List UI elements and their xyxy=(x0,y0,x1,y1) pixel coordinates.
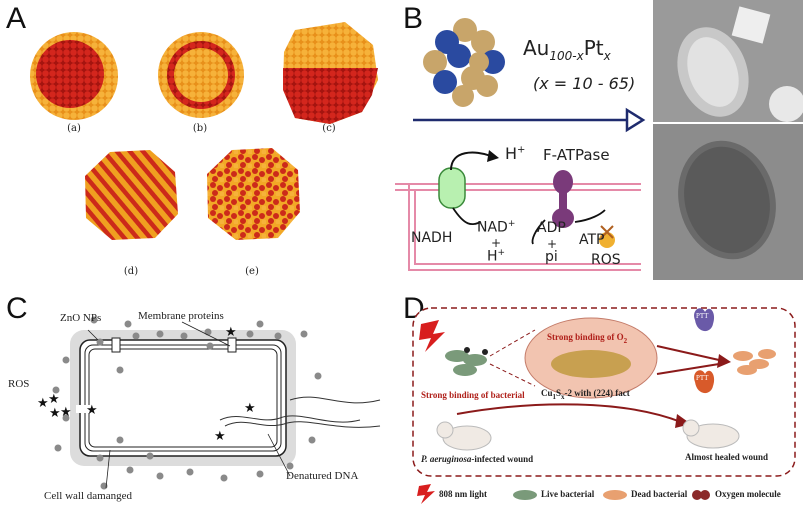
nanoparticle-e xyxy=(207,148,300,240)
healed-mouse xyxy=(686,423,740,449)
membrane-proteins-label: Membrane proteins xyxy=(138,310,224,322)
ptt-bottom: PTT xyxy=(696,374,709,382)
ros-label-c: ROS xyxy=(8,378,30,390)
adp-plus: + xyxy=(547,237,558,251)
h-lower-label: H+ xyxy=(487,248,506,265)
svg-text:★: ★ xyxy=(86,403,98,418)
au-pt-cluster xyxy=(423,18,505,107)
ptt-top: PTT xyxy=(696,312,709,320)
binding-o2-label: Strong binding of O2 xyxy=(547,332,628,345)
panel-b-letter: B xyxy=(403,2,424,35)
healed-wound-label: Almost healed wound xyxy=(685,452,769,462)
legend-808nm: 808 nm light xyxy=(439,489,488,499)
panel-a-illustration xyxy=(30,22,378,240)
nadh-label: NADH xyxy=(411,230,453,246)
adp-label: ADP xyxy=(537,220,566,236)
nanoparticle-b xyxy=(158,32,244,118)
svg-text:★: ★ xyxy=(225,325,237,340)
alloy-formula: Au100-xPtx xyxy=(523,36,611,63)
panel-a: A xyxy=(0,0,395,280)
panel-c: C ★★★ ★★★ ★★ xyxy=(0,290,395,514)
panel-b: B xyxy=(395,0,803,280)
zno-label: ZnO NPs xyxy=(60,312,102,324)
svg-text:★: ★ xyxy=(244,401,256,416)
label-d: (d) xyxy=(123,266,139,277)
atp-label: ATP xyxy=(579,232,605,248)
wound-healing-illustration xyxy=(412,307,796,504)
laser-icon xyxy=(419,320,445,352)
legend-live: Live bacterial xyxy=(541,489,595,499)
label-c: (c) xyxy=(322,123,336,134)
cus-formula: Cu1Sx-2 with (224) fact xyxy=(541,388,630,401)
infected-wound-label: P. aeruginosa-infected wound xyxy=(421,454,534,464)
svg-text:★: ★ xyxy=(37,396,49,411)
svg-text:★: ★ xyxy=(49,406,61,421)
zno-nanoparticles xyxy=(52,316,322,490)
cell-wall-label: Cell wall damanged xyxy=(44,490,132,502)
label-a: (a) xyxy=(67,123,81,134)
f-atpase-protein xyxy=(552,170,574,228)
panel-c-letter: C xyxy=(6,292,28,325)
x-range: (x = 10 - 65) xyxy=(533,74,636,93)
ros-label: ROS xyxy=(591,252,621,268)
binding-bacterial-label: Strong binding of bacterial xyxy=(421,390,525,400)
svg-text:★: ★ xyxy=(214,429,226,444)
panel-b-illustration xyxy=(395,0,803,280)
svg-text:★: ★ xyxy=(60,405,72,420)
bacterium-illustration: ★★★ ★★★ ★★ xyxy=(37,316,381,490)
svg-text:★: ★ xyxy=(48,392,60,407)
legend-oxygen: Oxygen molecule xyxy=(715,489,781,499)
denatured-dna-label: Denatured DNA xyxy=(286,470,359,482)
nanoparticle-a xyxy=(30,32,118,120)
f-atpase-label: F-ATPase xyxy=(543,146,610,164)
nadh-dehydrogenase xyxy=(438,167,466,209)
panel-d: D xyxy=(395,290,803,514)
pi-label: pi xyxy=(545,249,558,265)
legend-dead: Dead bacterial xyxy=(631,489,688,499)
h-plus-label: H+ xyxy=(505,144,526,163)
panel-a-letter: A xyxy=(6,2,27,35)
nanoparticle-c xyxy=(283,22,378,124)
label-e: (e) xyxy=(245,266,259,277)
label-b: (b) xyxy=(192,123,208,134)
nad-plus: + xyxy=(491,236,502,250)
nad-label: NAD+ xyxy=(477,219,516,236)
nanoparticle-d xyxy=(85,150,178,240)
